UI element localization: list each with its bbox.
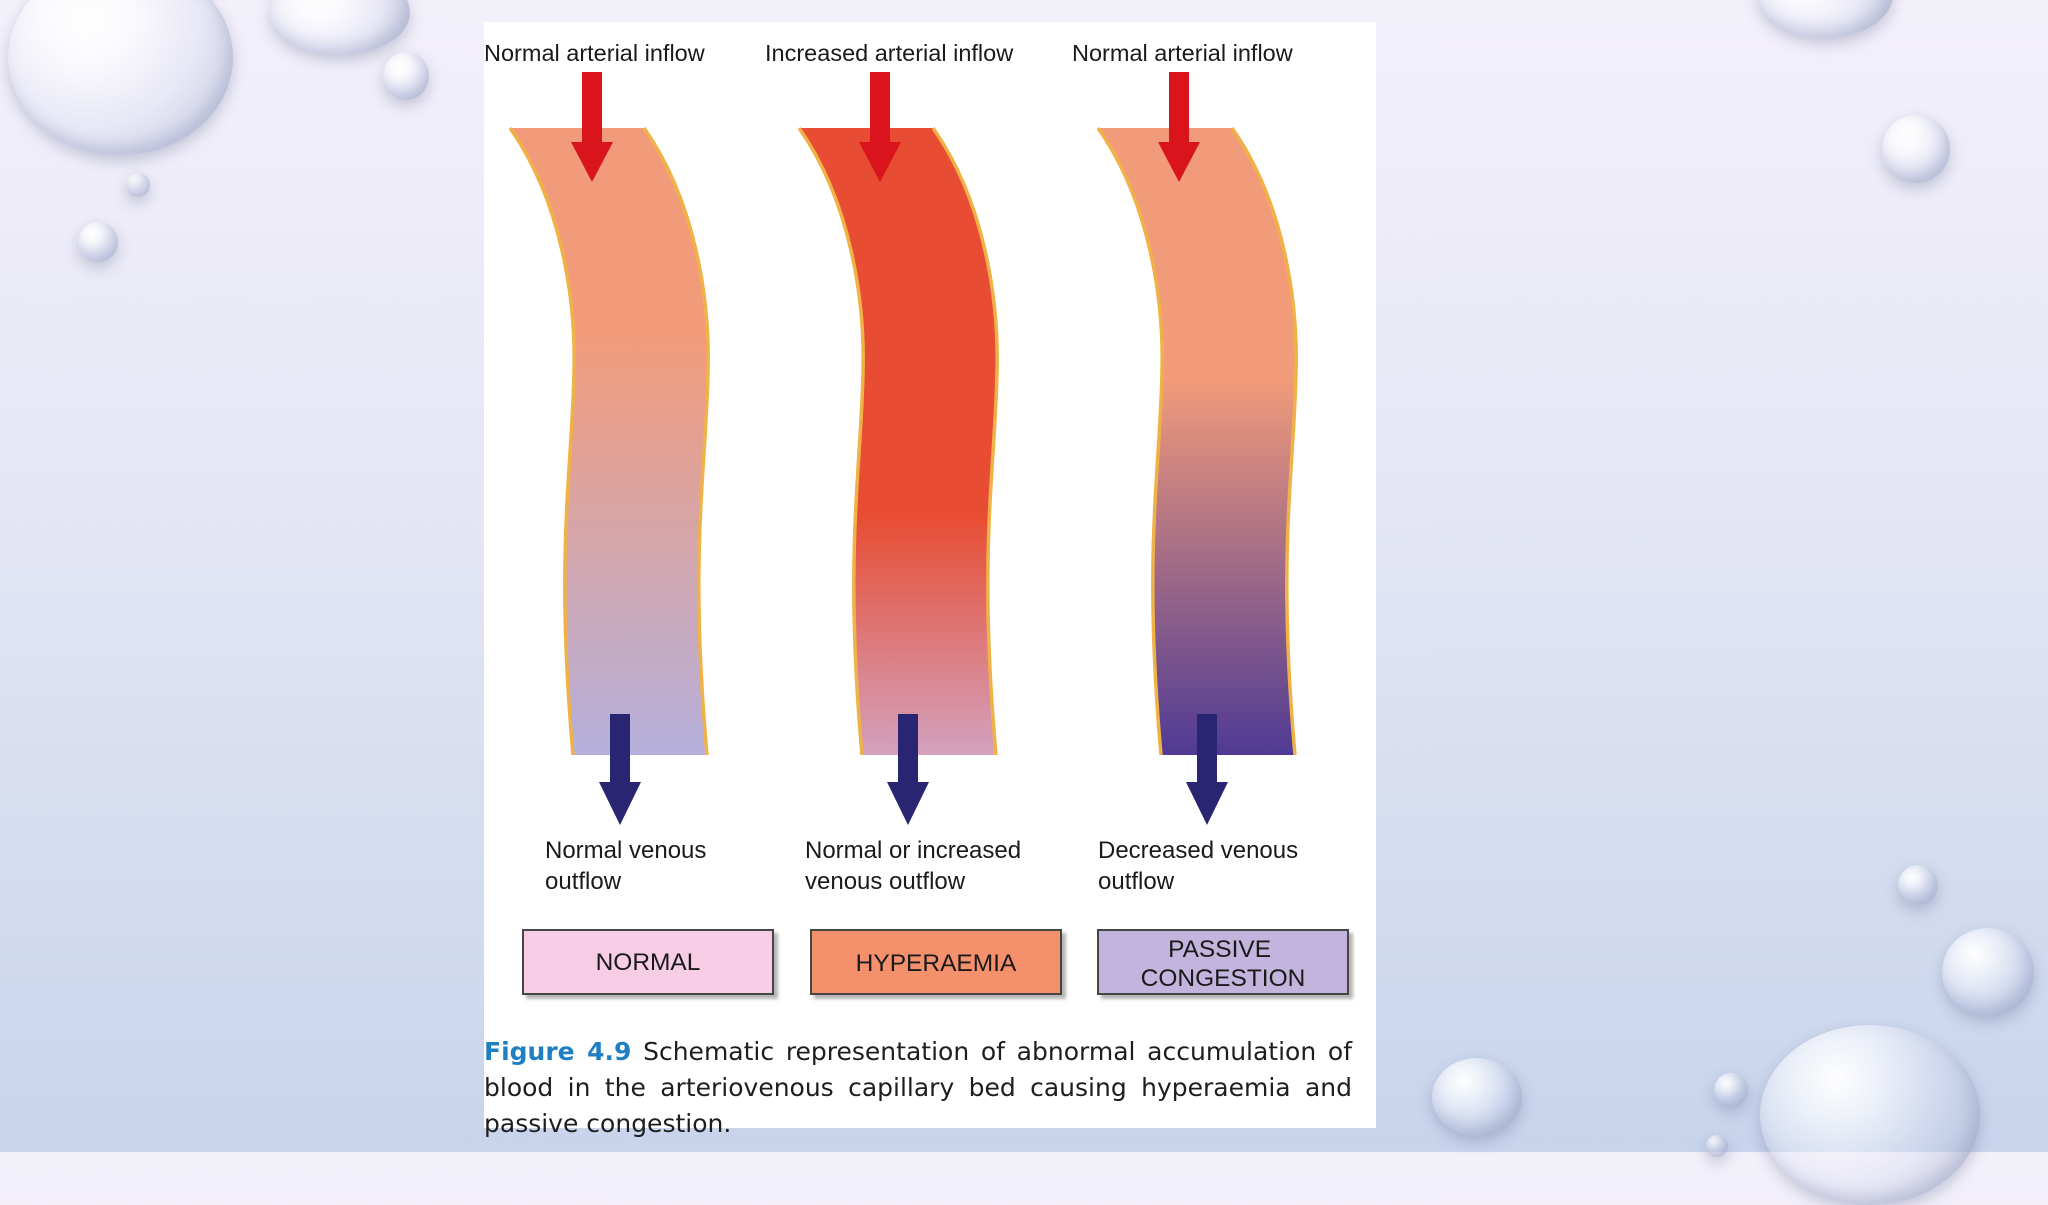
- arterial-inflow-arrow: [1158, 72, 1200, 182]
- column-normal: Normal arterial inflow Normal venous out…: [484, 40, 774, 995]
- category-box: [522, 929, 774, 995]
- category-box: [810, 929, 1062, 995]
- outflow-label: Normal venous outflow: [545, 837, 713, 895]
- figure-label: Figure 4.9: [484, 1037, 632, 1066]
- outflow-label: Decreased venous outflow: [1098, 837, 1305, 895]
- outflow-label: Normal or increased venous outflow: [805, 837, 1028, 895]
- vessel-left-border: [1096, 126, 1164, 756]
- water-drop-decoration: [383, 52, 429, 100]
- vessel: [799, 128, 998, 755]
- water-drop-decoration: [8, 0, 233, 155]
- vessel-left-border: [508, 126, 576, 756]
- venous-outflow-arrow: [887, 714, 929, 825]
- vessel-left-border: [797, 126, 865, 756]
- figure-caption: Figure 4.9 Schematic representation of a…: [484, 1034, 1352, 1142]
- water-drop-decoration: [1942, 928, 2034, 1016]
- column-passive-congestion: Normal arterial inflow Decreased venous …: [1072, 40, 1349, 995]
- inflow-label: Normal arterial inflow: [484, 40, 706, 66]
- vessel-right-border: [931, 126, 999, 756]
- capillary-diagram: Normal arterial inflow Normal venous out…: [484, 40, 1349, 995]
- arterial-inflow-arrow: [859, 72, 901, 182]
- water-drop-decoration: [1432, 1058, 1522, 1136]
- inflow-label: Normal arterial inflow: [1072, 40, 1294, 66]
- water-drop-decoration: [78, 222, 118, 262]
- inflow-label: Increased arterial inflow: [765, 40, 1014, 66]
- water-drop-decoration: [1882, 115, 1950, 183]
- vessel-right-border: [642, 126, 710, 756]
- water-drop-decoration: [1898, 865, 1938, 905]
- vessel: [1098, 128, 1297, 755]
- figure-panel: Normal arterial inflow Normal venous out…: [484, 22, 1376, 1138]
- venous-outflow-arrow: [599, 714, 641, 825]
- water-drop-decoration: [1714, 1073, 1748, 1107]
- category-box-label: PASSIVE CONGESTION: [1141, 936, 1306, 992]
- water-drop-decoration: [270, 0, 410, 55]
- category-box: [1097, 929, 1349, 995]
- vessel-right-border: [1230, 126, 1298, 756]
- water-drop-decoration: [1706, 1135, 1728, 1157]
- caption-text: Schematic representation of abnormal acc…: [484, 1037, 1352, 1138]
- water-drop-decoration: [1760, 1025, 1980, 1205]
- vessel: [510, 128, 709, 755]
- venous-outflow-arrow: [1186, 714, 1228, 825]
- column-hyperaemia: Increased arterial inflow Normal or incr…: [765, 40, 1062, 995]
- water-drop-decoration: [1758, 0, 1893, 38]
- arterial-inflow-arrow: [571, 72, 613, 182]
- water-drop-decoration: [126, 173, 150, 197]
- category-box-label: NORMAL: [596, 949, 701, 976]
- category-box-label: HYPERAEMIA: [856, 950, 1017, 977]
